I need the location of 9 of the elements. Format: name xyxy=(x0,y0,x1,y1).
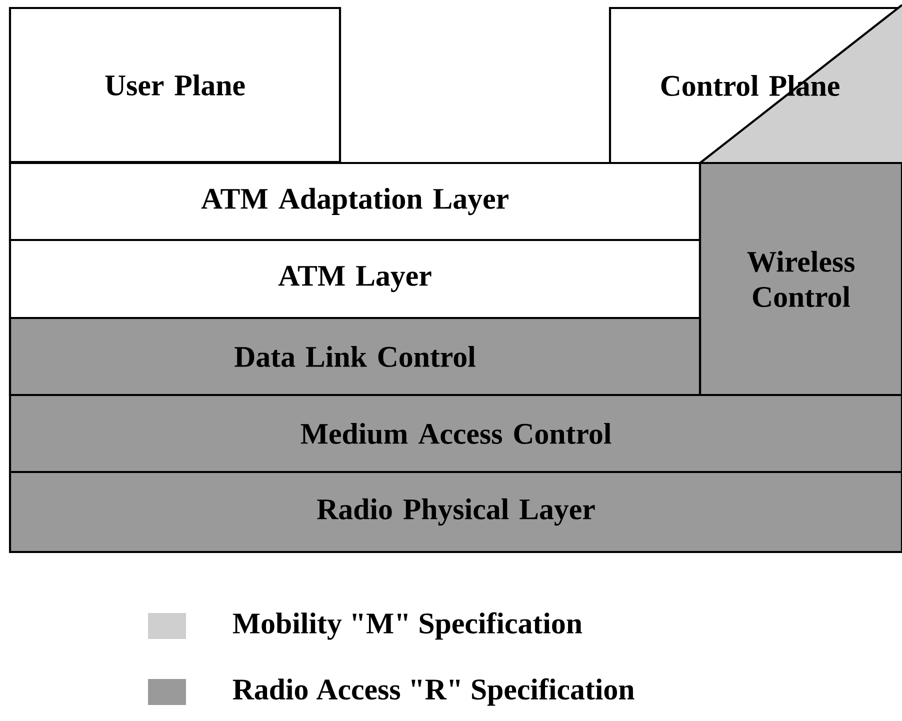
layer-box: Data Link Control xyxy=(8,316,702,396)
legend-text: Mobility "M" Specification xyxy=(232,612,582,640)
legend-text: Radio Access "R" Specification xyxy=(232,678,634,706)
layer-box: Radio Physical Layer xyxy=(8,470,902,554)
layer-box: Wireless Control xyxy=(698,162,902,396)
layer-box: ATM Adaptation Layer xyxy=(8,162,702,242)
layer-box: Medium Access Control xyxy=(8,394,902,474)
layer-box: ATM Layer xyxy=(8,238,702,320)
layer-box: User Plane xyxy=(8,6,342,164)
